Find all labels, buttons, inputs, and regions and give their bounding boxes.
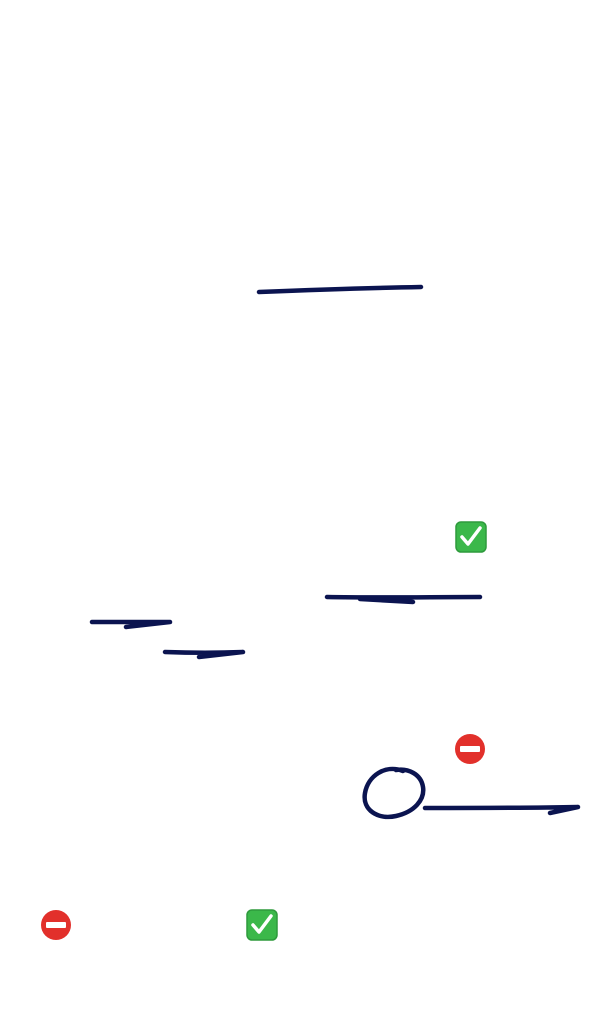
ink-stroke-left-1: [89, 619, 173, 630]
no-entry-icon: [455, 734, 485, 764]
ink-stroke-bottom-right: [422, 804, 581, 816]
check-mark-icon: [246, 909, 278, 941]
ink-circle: [362, 766, 426, 820]
ink-stroke-left-2: [162, 649, 246, 660]
ink-stroke-top: [256, 284, 424, 295]
check-mark-icon: [455, 521, 487, 553]
no-entry-icon: [41, 910, 71, 940]
ink-stroke-middle-right: [324, 594, 483, 605]
